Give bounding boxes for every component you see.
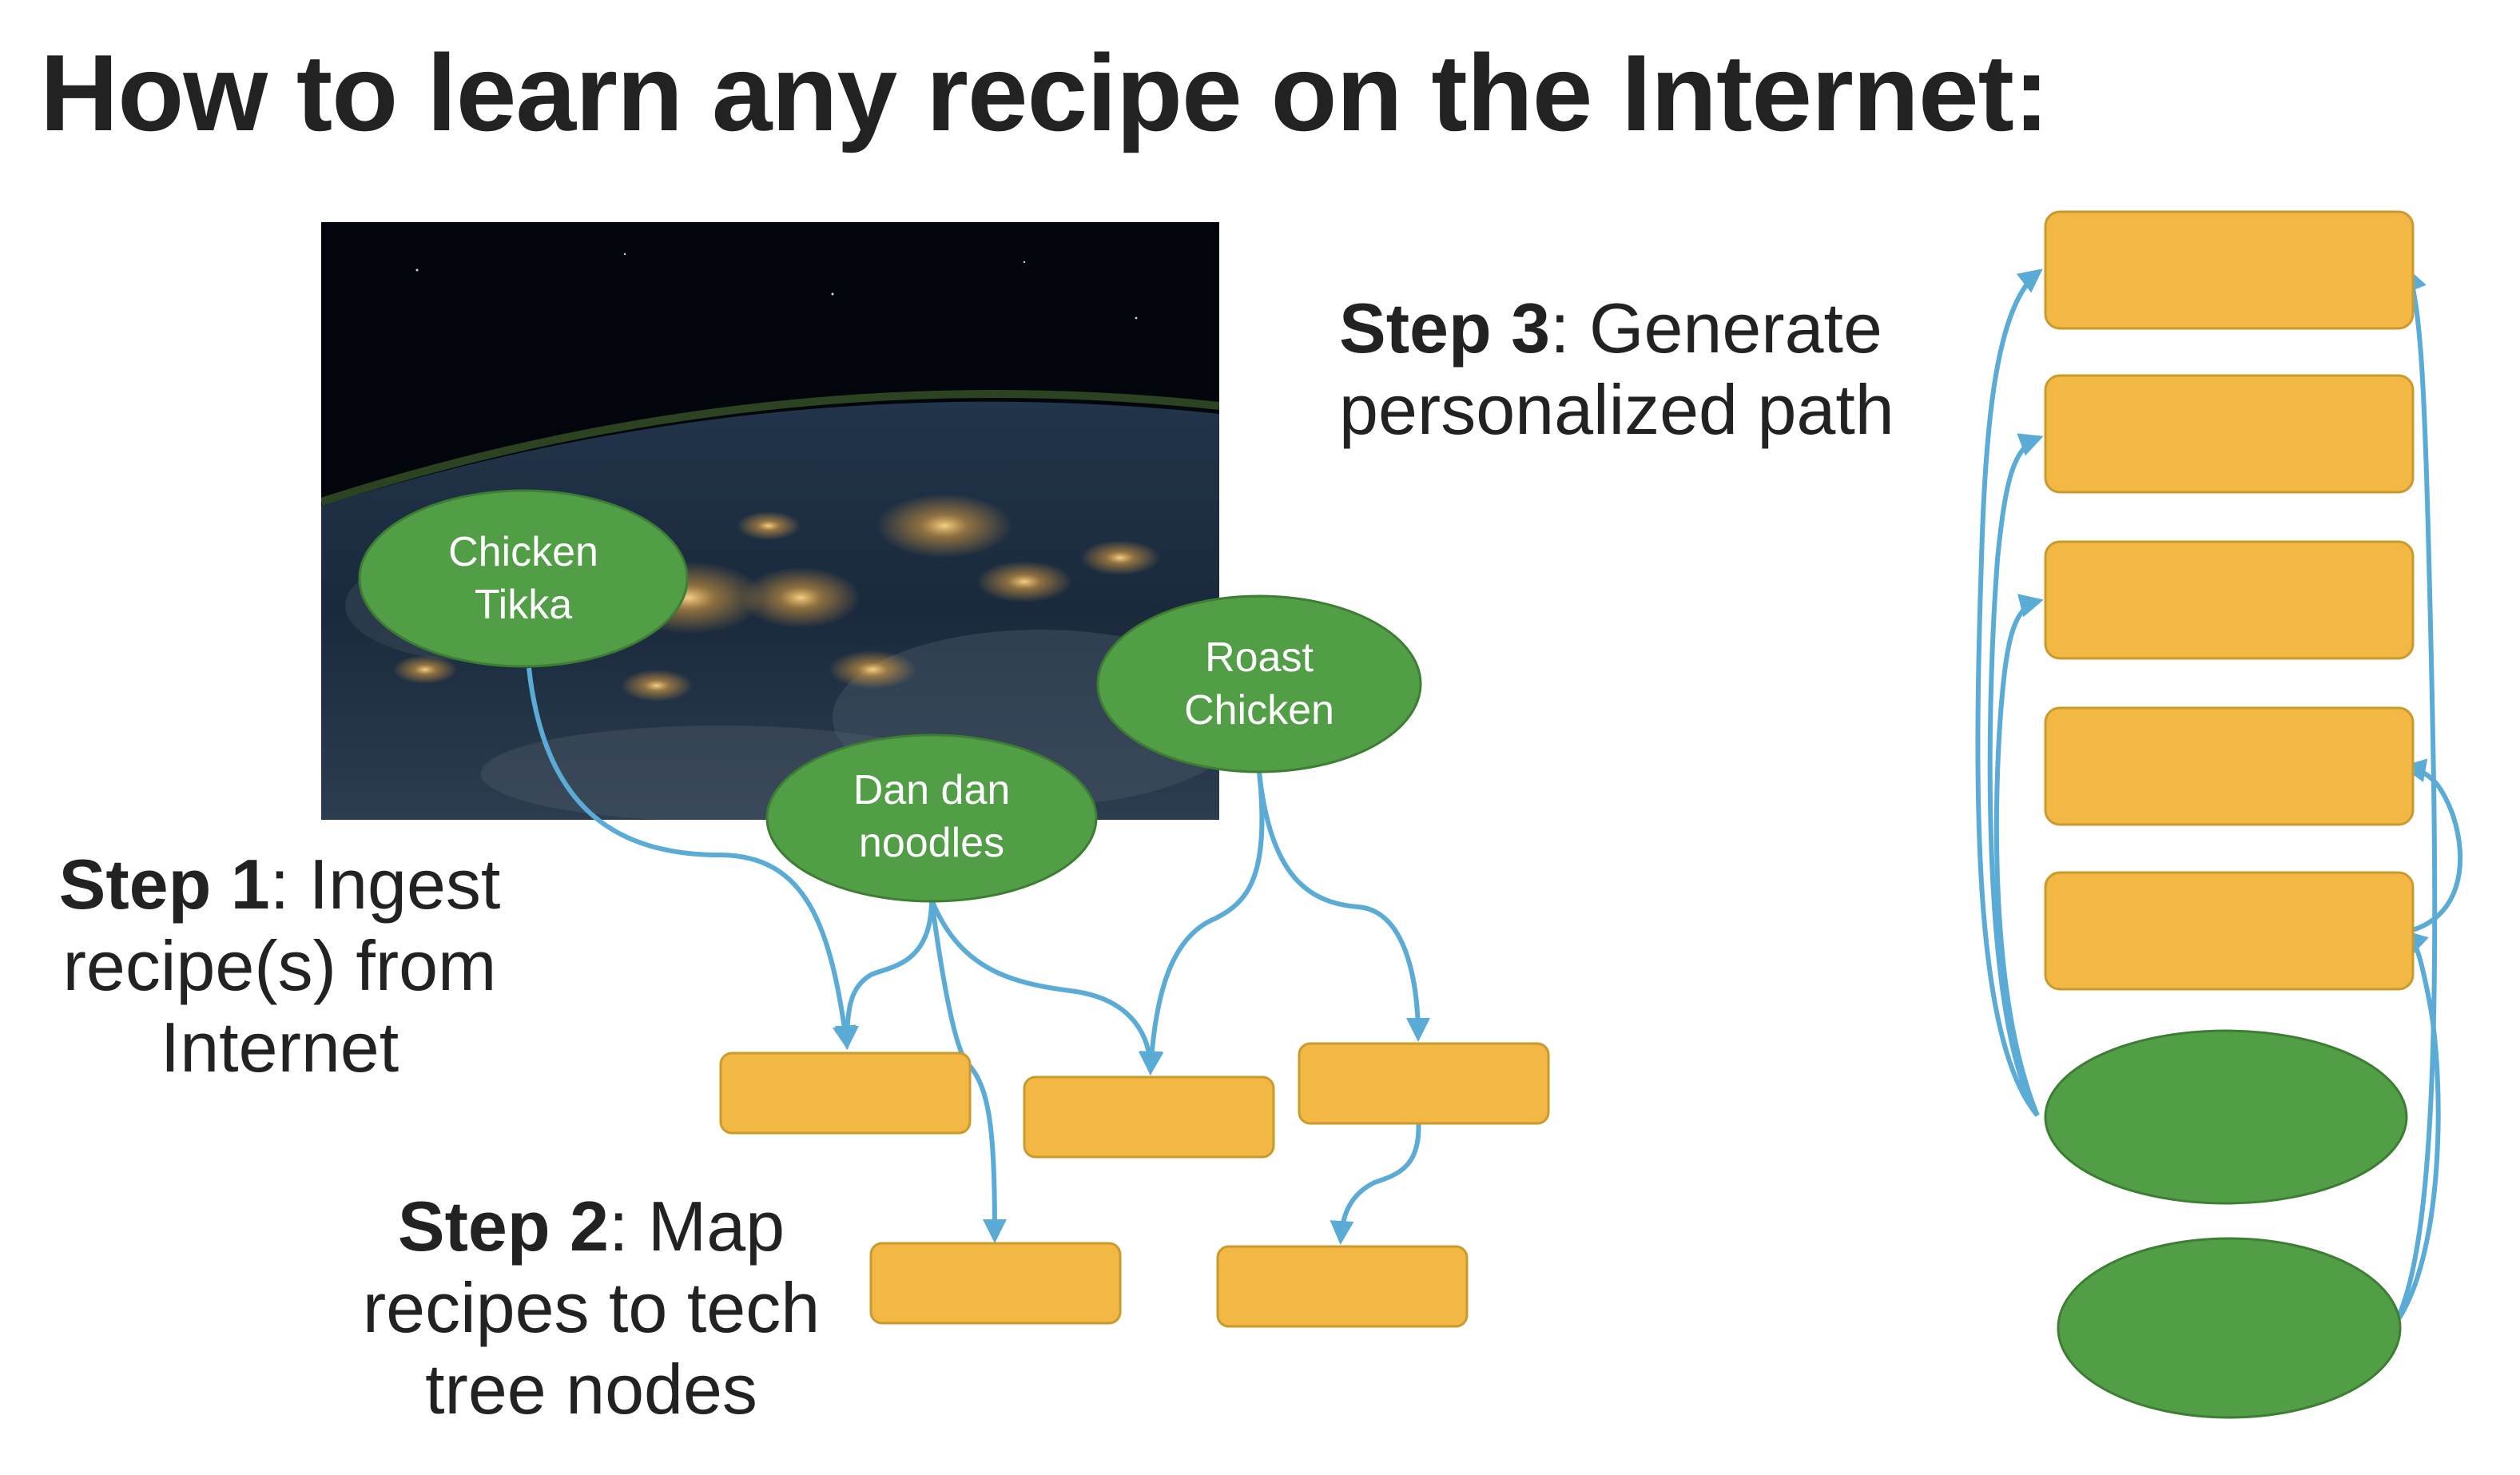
path-arrow-4 [2390, 267, 2438, 1330]
path-arrow-5 [2390, 929, 2441, 1330]
arrow-node-c-to-node-e [1330, 1116, 1421, 1245]
path-arrow-1 [1975, 268, 2043, 1117]
path-arrow-2 [1987, 433, 2044, 1117]
step-3-heading: Step 3 [1339, 288, 1551, 368]
step-1-heading: Step 1 [58, 845, 270, 924]
tech-node-c [1298, 1042, 1550, 1125]
step-1-caption: Step 1: Ingest recipe(s) from Internet [58, 845, 501, 1087]
arrow-roast-to-node-c [1257, 771, 1430, 1042]
recipe-node-dan-dan-noodles [765, 734, 1098, 903]
path-arrow-6 [2402, 758, 2463, 934]
arrow-tikka-to-node-a [527, 667, 857, 1050]
arrow-roast-to-node-b [1139, 771, 1265, 1075]
tech-node-d [869, 1242, 1122, 1325]
slide-title: How to learn any recipe on the Internet: [40, 32, 2049, 153]
step-2-caption: Step 2: Map recipes to tech tree nodes [362, 1187, 821, 1429]
recipe-label-roast-chicken: Roast Chicken [1184, 634, 1334, 734]
recipe-node-chicken-tikka [358, 489, 689, 668]
path-start-node-2 [2057, 1237, 2402, 1419]
step-2-heading: Step 2 [397, 1187, 609, 1266]
path-node-2 [2044, 374, 2415, 494]
path-node-3 [2044, 540, 2415, 660]
tech-node-a [719, 1052, 972, 1135]
recipe-label-dan-dan-noodles: Dan dan noodles [853, 767, 1011, 866]
arrow-dandan-to-node-b [929, 898, 1163, 1075]
path-node-1 [2044, 210, 2415, 330]
path-node-5 [2044, 871, 2415, 991]
tech-node-b [1023, 1075, 1275, 1159]
tech-node-e [1216, 1245, 1469, 1328]
recipe-node-roast-chicken [1096, 594, 1422, 773]
path-start-node-1 [2044, 1029, 2408, 1205]
recipe-label-chicken-tikka: Chicken Tikka [448, 529, 598, 628]
step-3-caption: Step 3: Generate personalized path [1339, 288, 1894, 449]
path-node-4 [2044, 706, 2415, 826]
path-arrow-3 [1993, 594, 2044, 1117]
arrow-dandan-to-node-a [835, 899, 934, 1050]
